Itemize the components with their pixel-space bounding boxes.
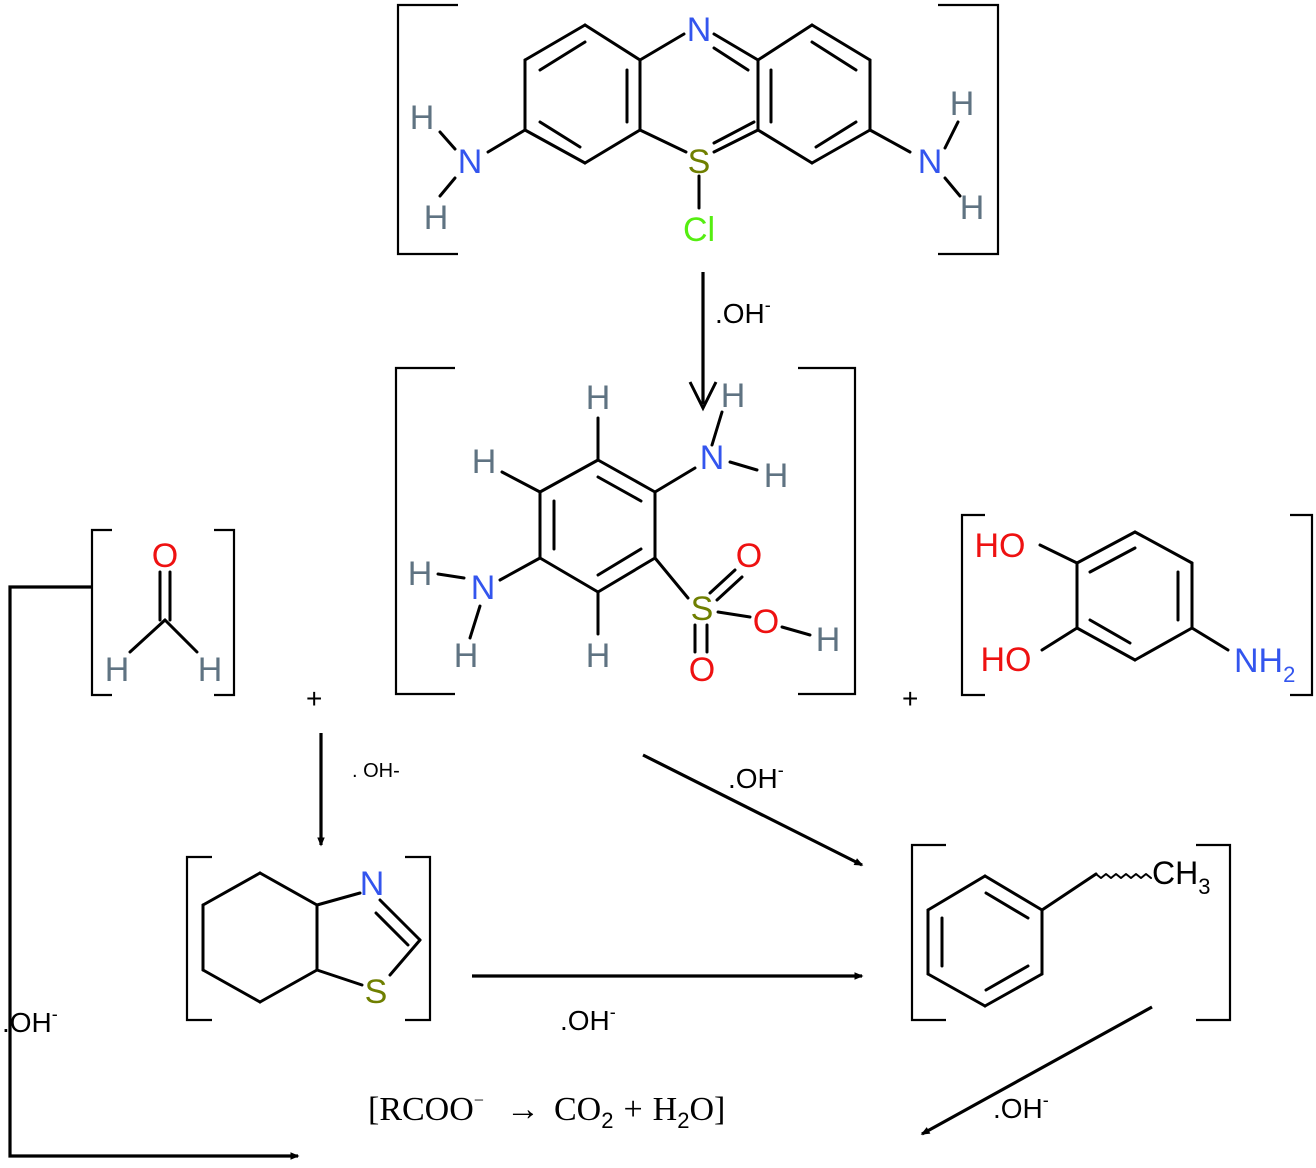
atom-s-thiazole: S: [365, 973, 388, 1011]
atom-o-sulfonic-1: O: [736, 537, 762, 575]
atom-o-sulfonic-2: O: [689, 651, 715, 689]
atom-n-amine-left: N: [471, 569, 496, 607]
bracket-left: [396, 3, 458, 256]
atom-h-bottom: H: [586, 637, 611, 675]
arrow-to-thiazole: . OH-: [317, 733, 400, 847]
atom-h-top: H: [586, 379, 611, 417]
arrow-toluene-to-products: .OH-: [920, 1005, 1153, 1136]
atom-h-upper-left: H: [472, 443, 497, 481]
bracket-left: [910, 843, 946, 1022]
atom-n-ring: N: [687, 11, 712, 49]
molecule-toluene: CH3: [910, 843, 1232, 1022]
bond-lines: [436, 410, 812, 654]
atom-h-amine-top-2: H: [764, 457, 789, 495]
bracket-right: [938, 3, 1000, 256]
bracket-left: [90, 528, 112, 697]
label-oh-final: .OH-: [993, 1090, 1049, 1124]
atom-h-amine-left-2: H: [454, 637, 479, 675]
label-oh-left: .OH-: [2, 1004, 58, 1038]
atom-h-hydroxyl: H: [816, 621, 841, 659]
atom-s-ring: S: [688, 143, 711, 181]
atom-h-right: H: [198, 651, 223, 689]
bond-lines: [128, 570, 199, 654]
atom-n-right-amine: N: [918, 143, 943, 181]
molecule-formaldehyde: O H H: [90, 528, 236, 697]
atom-s-sulfonic: S: [691, 590, 714, 628]
atom-h-amine-top-1: H: [721, 377, 746, 415]
atom-h-amine-left-1: H: [408, 555, 433, 593]
atom-n-left-amine: N: [458, 143, 483, 181]
arrow-step-1: .OH-: [688, 272, 771, 412]
bracket-right: [405, 855, 432, 1022]
atom-n-thiazole: N: [360, 865, 385, 903]
atom-o-carbonyl: O: [152, 537, 178, 575]
molecule-aminocatechol: HO HO NH2: [960, 513, 1314, 697]
atom-h-left-lower: H: [424, 199, 449, 237]
atom-ho-upper: HO: [975, 527, 1026, 565]
bond-lines: [201, 871, 422, 1004]
atom-n-amine-top: N: [700, 439, 725, 477]
label-oh-small: . OH-: [352, 760, 400, 782]
equation-mineralization: [RCOO−→CO2+H2O]: [368, 1090, 725, 1133]
arrow-to-toluene: .OH-: [642, 753, 864, 867]
arrow-thiazole-to-toluene: .OH-: [472, 972, 864, 1036]
molecule-diaminobenzenesulfonic-acid: H H H N H H N H H S O O O H: [394, 366, 857, 696]
label-oh-diagonal: .OH-: [728, 760, 784, 794]
atom-ho-lower: HO: [981, 641, 1032, 679]
atom-nh2: NH2: [1234, 642, 1295, 687]
atom-h-left-upper: H: [410, 99, 435, 137]
plus-sign-1: +: [306, 683, 322, 714]
label-oh-step-1: .OH-: [715, 295, 771, 329]
atom-h-right-lower: H: [960, 189, 985, 227]
atom-o-hydroxyl: O: [753, 603, 779, 641]
bond-lines: [926, 872, 1152, 1008]
bracket-left: [185, 855, 212, 1022]
bond-lines: [1038, 530, 1230, 662]
bond-lines: [438, 23, 962, 210]
plus-sign-2: +: [902, 683, 918, 714]
atom-cl: Cl: [683, 211, 715, 249]
bracket-right: [1196, 843, 1232, 1022]
bracket-right: [798, 366, 857, 696]
molecule-phenothiazinium-chloride: N S Cl N H H N H H: [396, 3, 1000, 256]
molecule-benzothiazole: N S: [185, 855, 432, 1022]
label-oh-horizontal: .OH-: [560, 1002, 616, 1036]
atom-h-right-upper: H: [950, 85, 975, 123]
bracket-right: [214, 528, 236, 697]
arrow-formaldehyde-to-products: .OH-: [2, 585, 300, 1160]
bracket-left: [394, 366, 455, 696]
bracket-right: [1290, 513, 1314, 697]
atom-h-left: H: [105, 651, 130, 689]
bracket-left: [960, 513, 985, 697]
atom-ch3: CH3: [1152, 855, 1210, 899]
